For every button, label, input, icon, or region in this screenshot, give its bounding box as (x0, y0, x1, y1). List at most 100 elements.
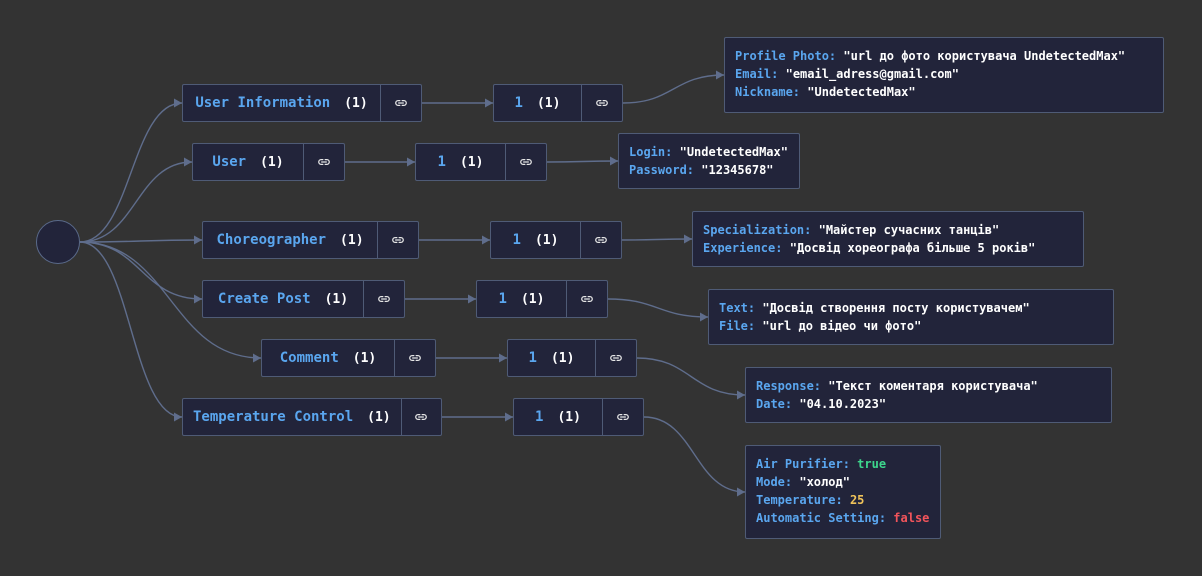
object-comment[interactable]: Response: "Текст коментаря користувача"D… (745, 367, 1112, 423)
index-node-comment-link-button[interactable] (595, 340, 636, 376)
index-count: (1) (459, 154, 484, 170)
node-comment-link-button[interactable] (394, 340, 435, 376)
node-title: Choreographer (216, 232, 327, 248)
field-value: false (893, 511, 930, 525)
edge (79, 241, 183, 418)
node-count: (1) (344, 95, 368, 111)
field-key: Experience: (703, 241, 783, 255)
field-row: Date: "04.10.2023" (756, 395, 1101, 413)
field-key: File: (719, 319, 756, 333)
object-create-post[interactable]: Text: "Досвід створення посту користувач… (708, 289, 1114, 345)
field-row: Temperature: 25 (756, 491, 930, 509)
index-node-create-post[interactable]: 1 (1) (476, 280, 608, 318)
index-node-choreographer[interactable]: 1 (1) (490, 221, 622, 259)
field-row: Login: "UndetectedMax" (629, 143, 789, 161)
node-temperature-control[interactable]: Temperature Control(1) (182, 398, 442, 436)
edge-arrow (716, 70, 724, 80)
index-node-user-link-button[interactable] (505, 144, 546, 180)
index-node-temperature-control[interactable]: 1(1) (513, 398, 644, 436)
edge-arrow (194, 294, 202, 304)
object-choreographer[interactable]: Specialization: "Майстер сучасних танців… (692, 211, 1084, 267)
index-node-user-label: 1 (1) (416, 144, 505, 180)
node-temperature-control-label: Temperature Control(1) (183, 399, 401, 435)
node-comment[interactable]: Comment(1) (261, 339, 436, 377)
edge-arrow (174, 98, 182, 108)
index-count: (1) (557, 409, 581, 425)
edge (622, 74, 725, 104)
node-choreographer-link-button[interactable] (377, 222, 418, 258)
node-user-information[interactable]: User Information (1) (182, 84, 422, 122)
link-icon (595, 237, 607, 243)
index-node-comment[interactable]: 1(1) (507, 339, 637, 377)
index-label: 1 (498, 291, 507, 307)
edge-arrow (737, 390, 745, 400)
field-row: Experience: "Досвід хореографа більше 5 … (703, 239, 1073, 257)
field-value: "Текст коментаря користувача" (828, 379, 1038, 393)
field-value: "холод" (799, 475, 850, 489)
link-icon (617, 414, 629, 420)
index-node-user[interactable]: 1 (1) (415, 143, 547, 181)
field-row: Automatic Setting: false (756, 509, 930, 527)
field-key: Nickname: (735, 85, 801, 99)
index-label: 1 (437, 154, 446, 170)
index-count: (1) (520, 291, 545, 307)
field-value: "email_adress@gmail.com" (785, 67, 959, 81)
index-node-choreographer-link-button[interactable] (580, 222, 621, 258)
index-label: 1 (512, 232, 521, 248)
field-value: "UndetectedMax" (679, 145, 788, 159)
index-count: (1) (534, 232, 559, 248)
edge (643, 416, 746, 493)
field-value: 25 (849, 493, 865, 507)
field-row: Response: "Текст коментаря користувача" (756, 377, 1101, 395)
index-label: 1 (514, 95, 523, 111)
field-value: "12345678" (701, 163, 774, 177)
field-row: Email: "email_adress@gmail.com" (735, 65, 1153, 83)
node-user-label: User(1) (193, 144, 303, 180)
link-icon (610, 355, 622, 361)
node-user[interactable]: User(1) (192, 143, 345, 181)
object-user-information[interactable]: Profile Photo: "url до фото користувача … (724, 37, 1164, 113)
index-label: 1 (528, 350, 537, 366)
field-value: "Досвід створення посту користувачем" (762, 301, 1030, 315)
node-count: (1) (324, 291, 349, 307)
field-key: Temperature: (756, 493, 843, 507)
index-node-create-post-label: 1 (1) (477, 281, 566, 317)
edge (546, 160, 619, 163)
link-icon (520, 159, 532, 165)
index-node-temperature-control-link-button[interactable] (602, 399, 643, 435)
link-icon (378, 296, 390, 302)
node-create-post[interactable]: Create Post(1) (202, 280, 405, 318)
field-key: Response: (756, 379, 822, 393)
node-title: User Information (195, 95, 331, 111)
node-temperature-control-link-button[interactable] (400, 399, 441, 435)
field-row: Profile Photo: "url до фото користувача … (735, 47, 1153, 65)
index-node-user-information-link-button[interactable] (581, 85, 622, 121)
field-key: Specialization: (703, 223, 812, 237)
field-key: Mode: (756, 475, 793, 489)
node-user-information-link-button[interactable] (380, 85, 421, 121)
node-create-post-label: Create Post(1) (203, 281, 363, 317)
edge-arrow (505, 412, 513, 422)
edge-arrow (174, 412, 182, 422)
link-icon (392, 237, 404, 243)
field-value: "url до фото користувача UndetectedMax" (843, 49, 1126, 63)
root-node[interactable] (36, 220, 80, 264)
edge (621, 238, 693, 241)
index-count: (1) (536, 95, 561, 111)
field-key: Email: (735, 67, 779, 81)
index-node-user-information[interactable]: 1 (1) (493, 84, 623, 122)
node-create-post-link-button[interactable] (363, 281, 404, 317)
index-node-create-post-link-button[interactable] (566, 281, 607, 317)
field-row: Specialization: "Майстер сучасних танців… (703, 221, 1073, 239)
edge-arrow (610, 156, 618, 166)
node-choreographer[interactable]: Choreographer(1) (202, 221, 419, 259)
link-icon (318, 159, 330, 165)
edge-arrow (485, 98, 493, 108)
node-user-link-button[interactable] (303, 144, 344, 180)
object-user[interactable]: Login: "UndetectedMax"Password: "1234567… (618, 133, 800, 189)
node-title: Temperature Control (193, 409, 354, 425)
field-row: Air Purifier: true (756, 455, 930, 473)
